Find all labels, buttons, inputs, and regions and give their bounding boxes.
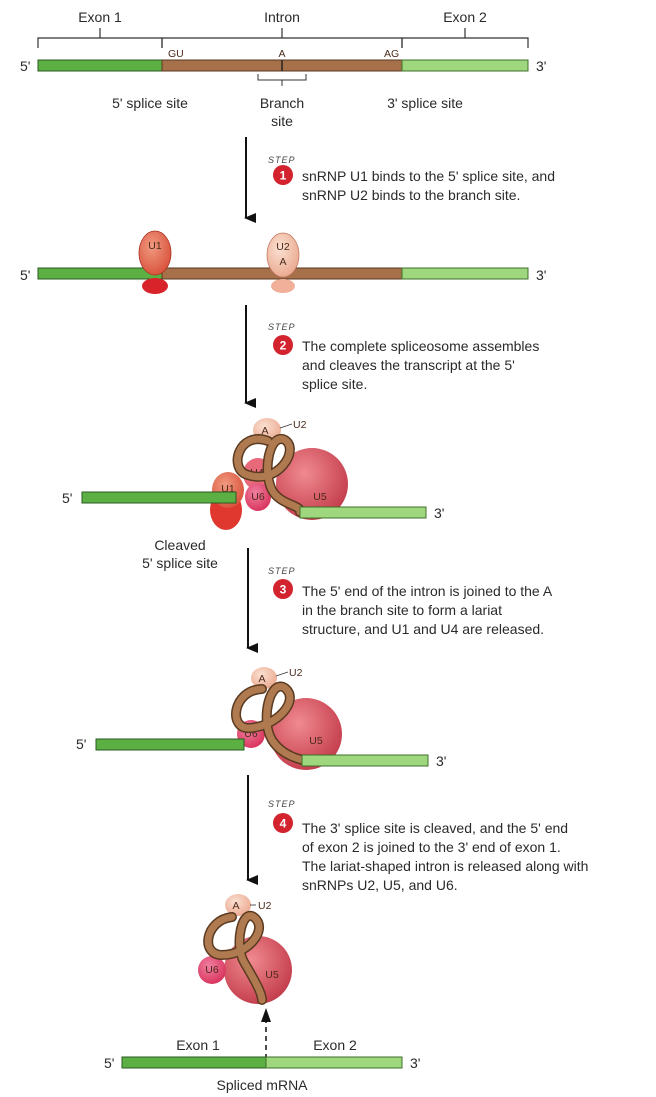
svg-text:STEP: STEP <box>268 322 296 332</box>
svg-text:3': 3' <box>536 267 546 283</box>
step3-line3: structure, and U1 and U4 are released. <box>302 621 544 637</box>
stage3: U5 U1 U4 U6 A U2 5' 3' Cleaved 5' splice… <box>62 418 444 571</box>
u2-snrnp <box>267 233 299 277</box>
step4-line2: of exon 2 is joined to the 3' end of exo… <box>302 839 561 855</box>
branch-site-label-1: Branch <box>260 95 304 111</box>
step4: STEP 4 The 3' splice site is cleaved, an… <box>268 799 588 893</box>
u1-snrnp <box>139 231 171 275</box>
svg-text:U6: U6 <box>205 964 219 976</box>
step4-line1: The 3' splice site is cleaved, and the 5… <box>302 820 568 836</box>
svg-text:U2: U2 <box>258 900 272 912</box>
step1-line2: snRNP U2 binds to the branch site. <box>302 187 520 203</box>
step1-word: STEP <box>268 155 296 165</box>
svg-text:U5: U5 <box>313 491 327 503</box>
svg-text:5': 5' <box>104 1055 114 1071</box>
svg-text:U2: U2 <box>293 419 307 431</box>
svg-text:STEP: STEP <box>268 566 296 576</box>
svg-text:U5: U5 <box>265 969 279 981</box>
five-splice-site-label: 5' splice site <box>112 95 188 111</box>
intron-label: Intron <box>264 9 300 25</box>
final-exon2-label: Exon 2 <box>313 1037 357 1053</box>
final-exon1-label: Exon 1 <box>176 1037 220 1053</box>
svg-text:1: 1 <box>280 169 287 183</box>
gu-label: GU <box>168 48 184 60</box>
step2: STEP 2 The complete spliceosome assemble… <box>268 322 539 392</box>
cleaved-label-2: 5' splice site <box>142 555 218 571</box>
step3: STEP 3 The 5' end of the intron is joine… <box>268 566 553 637</box>
svg-text:A: A <box>232 900 239 912</box>
exon2-bracket <box>402 28 528 48</box>
branch-bracket <box>258 74 306 86</box>
svg-text:STEP: STEP <box>268 799 296 809</box>
svg-text:U2: U2 <box>289 667 303 679</box>
exon2-bar <box>402 60 528 71</box>
ag-label: AG <box>384 48 399 60</box>
exon1-bar <box>38 60 162 71</box>
svg-text:4: 4 <box>280 817 287 831</box>
branch-site-label-2: site <box>271 113 293 129</box>
svg-text:A: A <box>279 256 286 268</box>
svg-text:U5: U5 <box>309 735 323 747</box>
svg-text:3: 3 <box>280 583 287 597</box>
step3-line1: The 5' end of the intron is joined to th… <box>302 583 553 599</box>
cleaved-label-1: Cleaved <box>154 537 205 553</box>
svg-text:5': 5' <box>62 490 72 506</box>
svg-text:5': 5' <box>20 267 30 283</box>
step3-line2: in the branch site to form a lariat <box>302 602 502 618</box>
step2-line3: splice site. <box>302 376 367 392</box>
spliced-mrna-label: Spliced mRNA <box>216 1077 308 1093</box>
stage2: 5' 3' U1 U2 A <box>20 231 546 294</box>
top-stage: Exon 1 Intron Exon 2 5' 3' GU A AG 5' sp… <box>20 9 546 129</box>
step2-line1: The complete spliceosome assembles <box>302 338 539 354</box>
svg-text:A: A <box>258 673 265 685</box>
final-stage: U5 U6 A U2 Exon 1 Exon 2 5' 3' Spliced m… <box>104 894 420 1093</box>
intron-bracket <box>162 28 402 48</box>
svg-text:2: 2 <box>280 339 287 353</box>
branch-a-label: A <box>278 48 285 60</box>
svg-text:U6: U6 <box>251 491 265 503</box>
step1-line1: snRNP U1 binds to the 5' splice site, an… <box>302 168 555 184</box>
exon1-label: Exon 1 <box>78 9 122 25</box>
step4-line4: snRNPs U2, U5, and U6. <box>302 877 458 893</box>
spliced-exon2 <box>266 1057 402 1068</box>
step2-line2: and cleaves the transcript at the 5' <box>302 357 515 373</box>
five-prime-end: 5' <box>20 58 30 74</box>
svg-text:3': 3' <box>434 505 444 521</box>
svg-text:5': 5' <box>76 736 86 752</box>
exon2-label: Exon 2 <box>443 9 487 25</box>
three-prime-end: 3' <box>536 58 546 74</box>
svg-text:3': 3' <box>436 753 446 769</box>
step4-line3: The lariat-shaped intron is released alo… <box>302 858 588 874</box>
u1-label: U1 <box>148 240 162 252</box>
exon1-bracket <box>38 28 162 48</box>
spliced-exon1 <box>122 1057 266 1068</box>
stage4: U5 U6 A U2 5' 3' <box>76 667 446 770</box>
three-splice-site-label: 3' splice site <box>387 95 463 111</box>
svg-text:3': 3' <box>410 1055 420 1071</box>
u2-label: U2 <box>276 241 290 253</box>
step1: STEP 1 snRNP U1 binds to the 5' splice s… <box>268 155 555 203</box>
